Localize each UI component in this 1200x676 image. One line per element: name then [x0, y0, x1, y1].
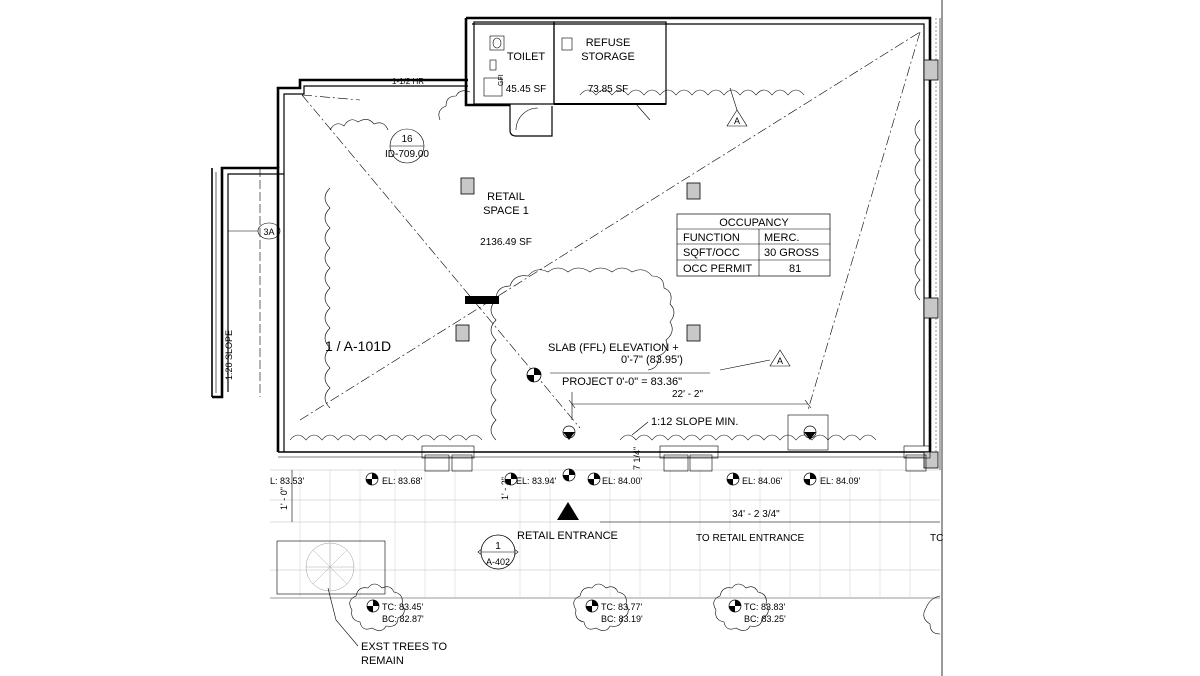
- slab-line1: SLAB (FFL) ELEVATION +: [548, 342, 679, 354]
- revision-clouds: [289, 89, 921, 441]
- tree-tc-label: TC: 83.45': [382, 602, 424, 612]
- refuse-label-line1: REFUSE: [586, 37, 631, 49]
- elevation-label: EL: 83.68': [382, 476, 423, 486]
- slope-note: 1:12 SLOPE MIN.: [651, 416, 738, 428]
- elevation-label: EL: 84.06': [742, 476, 783, 486]
- columns: [455, 177, 701, 342]
- view-reference: 1 / A-101D: [325, 338, 391, 354]
- tree-note-line1: EXST TREES TO: [361, 641, 447, 653]
- gfi-label: GFI: [498, 74, 505, 86]
- section-marker: 1 A-402: [477, 534, 519, 570]
- column: [460, 177, 475, 195]
- section-tag-a-mid: A: [719, 349, 791, 371]
- occupancy-row-label: SQFT/OCC: [683, 247, 740, 259]
- column: [686, 182, 701, 200]
- occupancy-row-label: OCC PERMIT: [683, 263, 752, 275]
- slab-line2: 0'-7" (83.95'): [621, 354, 683, 366]
- toilet-label: TOILET: [507, 51, 546, 63]
- column: [686, 324, 701, 342]
- occupancy-table: OCCUPANCY FUNCTION MERC. SQFT/OCC 30 GRO…: [676, 213, 831, 277]
- detail-tag-sheet: ID-709.00: [385, 149, 429, 160]
- dimension-1ft-0in: 1' - 0": [279, 487, 289, 510]
- storefront-fixtures: [421, 445, 931, 472]
- cut-label: TC: [930, 533, 943, 544]
- refuse-area: 73.85 SF: [588, 84, 629, 95]
- elevation-label: EL: 84.00': [602, 476, 643, 486]
- elevation-label: EL: 84.09': [820, 476, 861, 486]
- tree-tc-label: TC: 83.77': [601, 602, 643, 612]
- tree-bc-label: BC: 83.25': [744, 614, 786, 624]
- occupancy-row-value: MERC.: [764, 232, 799, 244]
- section-tag-a-top: A: [726, 87, 748, 127]
- retail-label-line1: RETAIL: [487, 191, 525, 203]
- elevation-label: L: 83.53': [270, 476, 305, 486]
- occupancy-title: OCCUPANCY: [719, 217, 789, 229]
- tree-note-line2: REMAIN: [361, 655, 404, 667]
- toilet-area: 45.45 SF: [506, 84, 547, 95]
- occupancy-row-label: FUNCTION: [683, 232, 740, 244]
- refuse-label-line2: STORAGE: [581, 51, 635, 63]
- tag-3a-text: 3A: [263, 227, 274, 237]
- existing-tree-grate: [276, 540, 386, 595]
- tag-a-mid-text: A: [777, 356, 783, 366]
- dimension-1ft-2in: 1' - 2": [500, 477, 510, 500]
- detail-tag-16: 16 ID-709.00: [385, 128, 429, 164]
- entrance-arrow-icon: [557, 502, 579, 520]
- detail-tag-number: 16: [401, 134, 413, 145]
- section-sheet: A-402: [486, 557, 510, 567]
- tree-bc-label: BC: 83.19': [601, 614, 643, 624]
- slope-side-text: 1:20 SLOPE: [224, 330, 234, 380]
- elevation-markers: [365, 468, 817, 486]
- slab-line3: PROJECT 0'-0" = 83.36": [562, 376, 682, 388]
- exterior-walls: [211, 16, 941, 470]
- column: [455, 324, 470, 342]
- occupancy-row-value: 81: [789, 263, 801, 275]
- retail-entrance-label: RETAIL ENTRANCE: [517, 530, 618, 542]
- tag-a-top-text: A: [734, 116, 740, 126]
- dimension-34ft: 34' - 2 3/4": [732, 509, 780, 520]
- occupancy-row-value: 30 GROSS: [764, 247, 819, 259]
- service-rooms: [473, 21, 667, 137]
- tree-tc-label: TC: 83.83': [744, 602, 786, 612]
- dimension-22ft: 22' - 2": [672, 389, 703, 400]
- retail-area: 2136.49 SF: [480, 237, 532, 248]
- section-number: 1: [495, 541, 501, 552]
- tree-symbols: [349, 583, 941, 635]
- tree-bc-label: BC: 82.87': [382, 614, 424, 624]
- fire-rating-label: 1-1/2 HR: [392, 77, 424, 86]
- tag-3a: 3A: [228, 222, 281, 240]
- to-retail-entrance-label: TO RETAIL ENTRANCE: [696, 533, 804, 544]
- elevation-label: EL: 83.94': [516, 476, 557, 486]
- slab-elevation-callout: SLAB (FFL) ELEVATION + 0'-7" (83.95') PR…: [526, 342, 710, 388]
- sidewalk-grid: [270, 0, 943, 676]
- retail-label-line2: SPACE 1: [483, 205, 529, 217]
- dimension-7in: 7 1/4": [632, 447, 642, 470]
